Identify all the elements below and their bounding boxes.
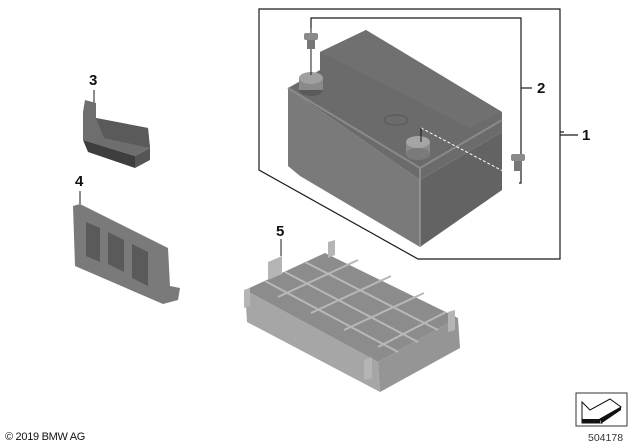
holder-bracket-illustration xyxy=(73,191,180,304)
bracket-part-1 xyxy=(258,8,578,260)
copyright-text: © 2019 BMW AG xyxy=(5,431,86,443)
callout-1: 1 xyxy=(582,127,591,144)
callout-5: 5 xyxy=(276,223,285,240)
battery-tray-illustration xyxy=(244,239,460,392)
terminal-cover-illustration xyxy=(83,90,150,168)
diagram-number: 504178 xyxy=(588,432,624,444)
battery-illustration xyxy=(287,18,525,247)
callout-2: 2 xyxy=(537,80,546,97)
orientation-arrow-icon xyxy=(575,392,628,427)
callout-3: 3 xyxy=(89,72,98,89)
callout-4: 4 xyxy=(75,173,84,190)
